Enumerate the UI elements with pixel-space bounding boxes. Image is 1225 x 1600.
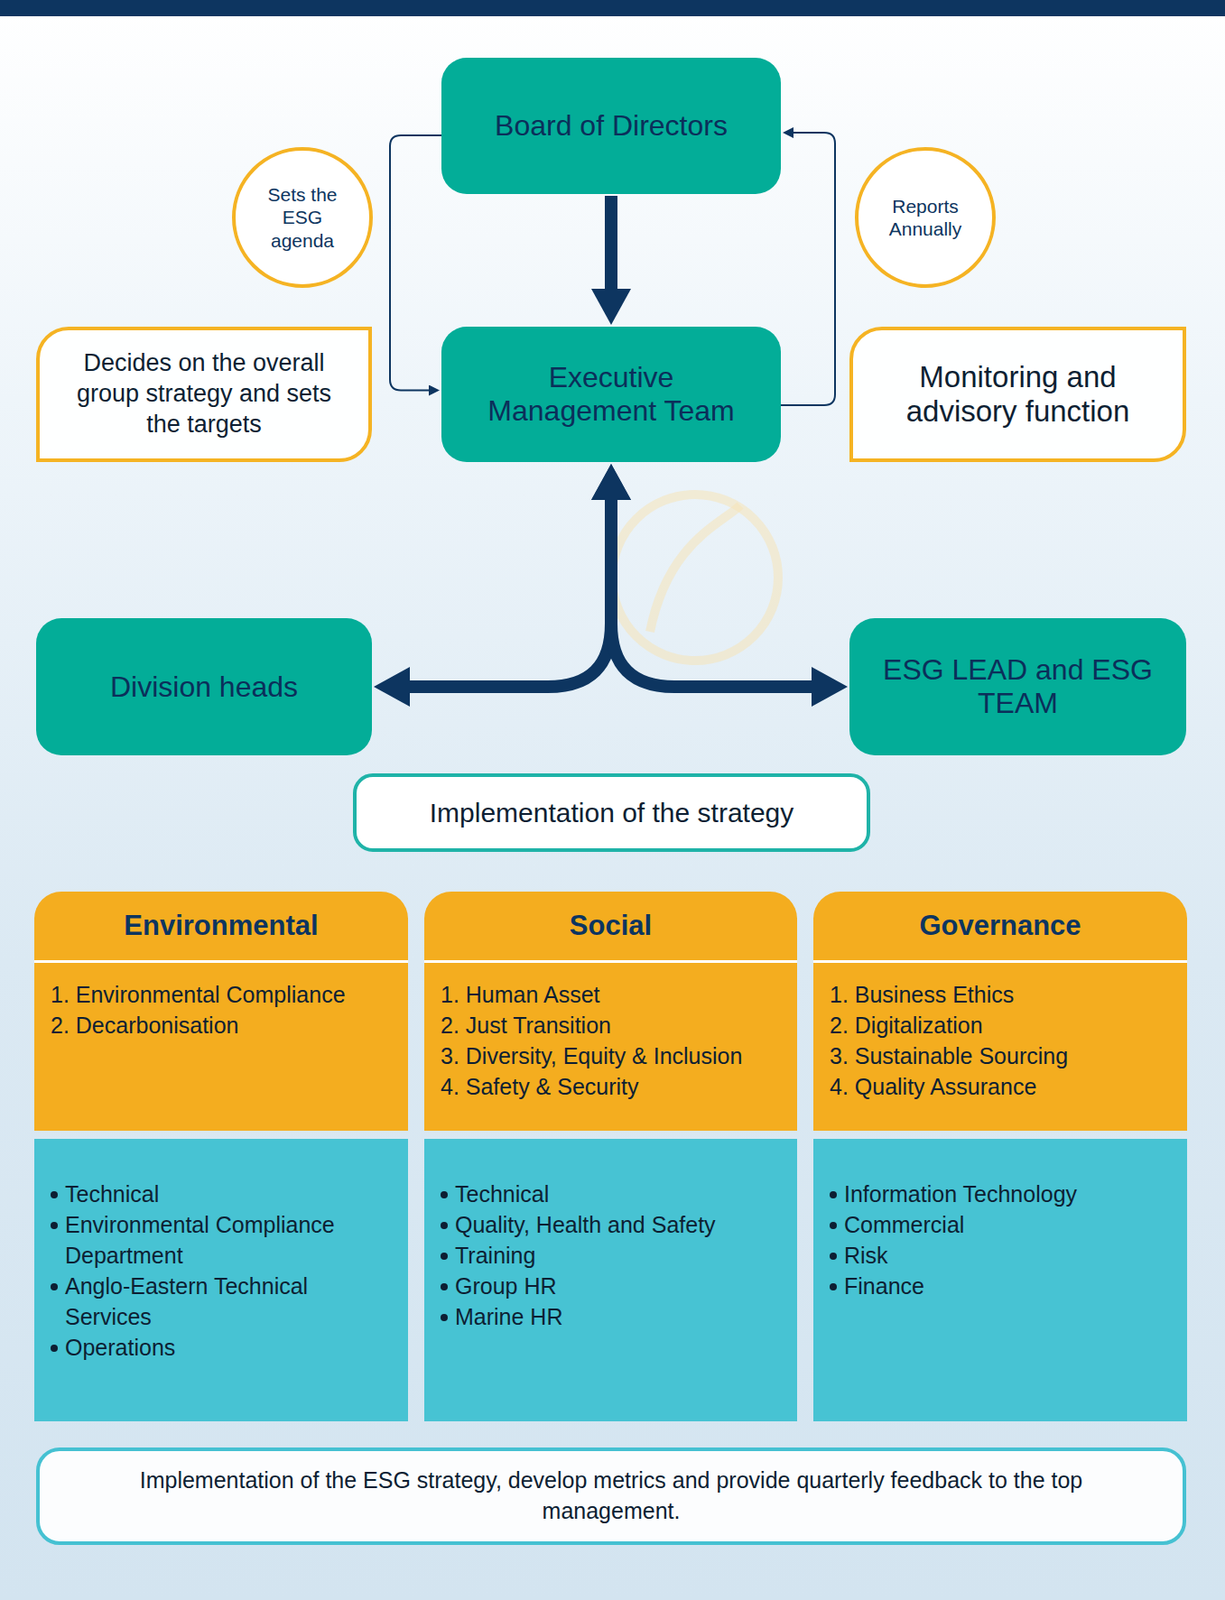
department-panel: Information TechnologyCommercialRiskFina… <box>813 1139 1188 1422</box>
executive-box: Executive Management Team <box>441 326 781 463</box>
bullet-dot <box>50 1222 58 1230</box>
box-label: Reports Annually <box>874 194 976 241</box>
pillar-header: Governance <box>813 891 1188 964</box>
department-panel: TechnicalQuality, Health and SafetyTrain… <box>424 1139 798 1422</box>
department-row: Environmental Compliance Department <box>50 1209 396 1272</box>
callout-circle: Sets the ESG agenda <box>232 147 373 288</box>
pillar-topics: 1. Business Ethics2. Digitalization3. Su… <box>813 963 1188 1119</box>
connector-line <box>389 135 442 390</box>
pillar-title: Governance <box>918 909 1081 943</box>
box-label: Sets the ESG agenda <box>251 183 353 252</box>
note-box: Decides on the overall group strategy an… <box>36 326 372 463</box>
pillar-panel: Governance 1. Business Ethics2. Digitaliz… <box>813 891 1188 1132</box>
topic-item: 1. Environmental Compliance <box>50 979 396 1011</box>
department-name: Technical <box>454 1178 549 1210</box>
box-label: Board of Directors <box>494 109 728 143</box>
pillar-header: Social <box>424 891 798 964</box>
box-label: Implementation of the ESG strategy, deve… <box>120 1466 1102 1528</box>
department-name: Training <box>454 1240 536 1272</box>
department-row: Quality, Health and Safety <box>440 1209 785 1241</box>
department-row: Group HR <box>440 1271 785 1302</box>
board-box: Board of Directors <box>441 57 781 195</box>
pillar-topics: 1. Human Asset2. Just Transition3. Diver… <box>424 963 798 1119</box>
strategy-box: Implementation of the strategy <box>352 773 871 853</box>
division-box: Division heads <box>36 618 372 756</box>
bullet-dot <box>440 1222 448 1230</box>
bullet-dot <box>440 1314 448 1322</box>
watermark-logo <box>612 494 779 661</box>
department-row: Finance <box>829 1271 1175 1302</box>
department-row: Information Technology <box>829 1178 1175 1210</box>
flow-arrow <box>402 492 612 687</box>
topic-item: 4. Quality Assurance <box>829 1071 1175 1103</box>
flow-arrow <box>604 195 618 297</box>
pillar-header: Environmental <box>34 891 409 964</box>
department-row: Training <box>440 1240 785 1272</box>
bullet-dot <box>50 1191 58 1199</box>
department-row: Marine HR <box>440 1301 785 1333</box>
bullet-dot <box>50 1345 58 1353</box>
department-name: Quality, Health and Safety <box>454 1209 716 1241</box>
bullet-dot <box>829 1191 837 1199</box>
box-label: Implementation of the strategy <box>429 798 795 829</box>
department-name: Environmental Compliance Department <box>64 1209 396 1272</box>
box-label: Monitoring and advisory function <box>872 360 1163 429</box>
department-name: Technical <box>64 1178 159 1210</box>
bullet-dot <box>829 1283 837 1291</box>
connector-line <box>780 132 836 406</box>
department-name: Commercial <box>844 1209 965 1241</box>
note-box: Monitoring and advisory function <box>849 326 1187 463</box>
box-label: Division heads <box>110 670 298 705</box>
bullet-dot <box>440 1283 448 1291</box>
bullet-dot <box>50 1283 58 1291</box>
department-name: Anglo-Eastern Technical Services <box>64 1271 396 1333</box>
watermark-logo <box>649 505 741 632</box>
department-name: Information Technology <box>844 1178 1077 1210</box>
department-row: Technical <box>440 1178 785 1210</box>
department-panel: TechnicalEnvironmental Compliance Depart… <box>34 1139 409 1422</box>
topic-item: 2. Decarbonisation <box>50 1010 396 1041</box>
bullet-dot <box>440 1191 448 1199</box>
topic-item: 1. Human Asset <box>440 979 785 1011</box>
pillar-panel: Social 1. Human Asset2. Just Transition3.… <box>424 891 798 1132</box>
topic-item: 3. Diversity, Equity & Inclusion <box>440 1040 785 1072</box>
box-label: Decides on the overall group strategy an… <box>59 348 349 440</box>
pillar-panel: Environmental 1. Environmental Compliance… <box>34 891 409 1132</box>
department-row: Anglo-Eastern Technical Services <box>50 1271 396 1333</box>
topic-item: 2. Digitalization <box>829 1010 1175 1041</box>
department-name: Marine HR <box>454 1301 563 1333</box>
box-label: ESG LEAD and ESG TEAM <box>869 653 1167 721</box>
pillar-title: Social <box>569 909 652 943</box>
topic-item: 1. Business Ethics <box>829 979 1175 1011</box>
topic-item: 3. Sustainable Sourcing <box>829 1040 1175 1072</box>
esg-team-box: ESG LEAD and ESG TEAM <box>849 618 1187 756</box>
box-label: Executive Management Team <box>461 361 761 428</box>
bullet-dot <box>440 1252 448 1261</box>
department-name: Risk <box>844 1240 889 1272</box>
top-bar <box>0 0 1225 17</box>
department-row: Technical <box>50 1178 396 1210</box>
callout-circle: Reports Annually <box>854 147 996 288</box>
flow-arrow <box>611 492 819 687</box>
summary-box: Implementation of the ESG strategy, deve… <box>36 1447 1187 1546</box>
department-row: Commercial <box>829 1209 1175 1241</box>
pillar-title: Environmental <box>123 909 318 943</box>
topic-item: 4. Safety & Security <box>440 1071 785 1103</box>
topic-item: 2. Just Transition <box>440 1010 785 1041</box>
department-name: Operations <box>64 1332 176 1364</box>
bullet-dot <box>829 1222 837 1230</box>
department-row: Operations <box>50 1332 396 1364</box>
department-name: Group HR <box>454 1271 557 1302</box>
pillar-topics: 1. Environmental Compliance2. Decarbonis… <box>34 963 409 1058</box>
department-row: Risk <box>829 1240 1175 1272</box>
department-name: Finance <box>844 1271 925 1302</box>
bullet-dot <box>829 1252 837 1261</box>
